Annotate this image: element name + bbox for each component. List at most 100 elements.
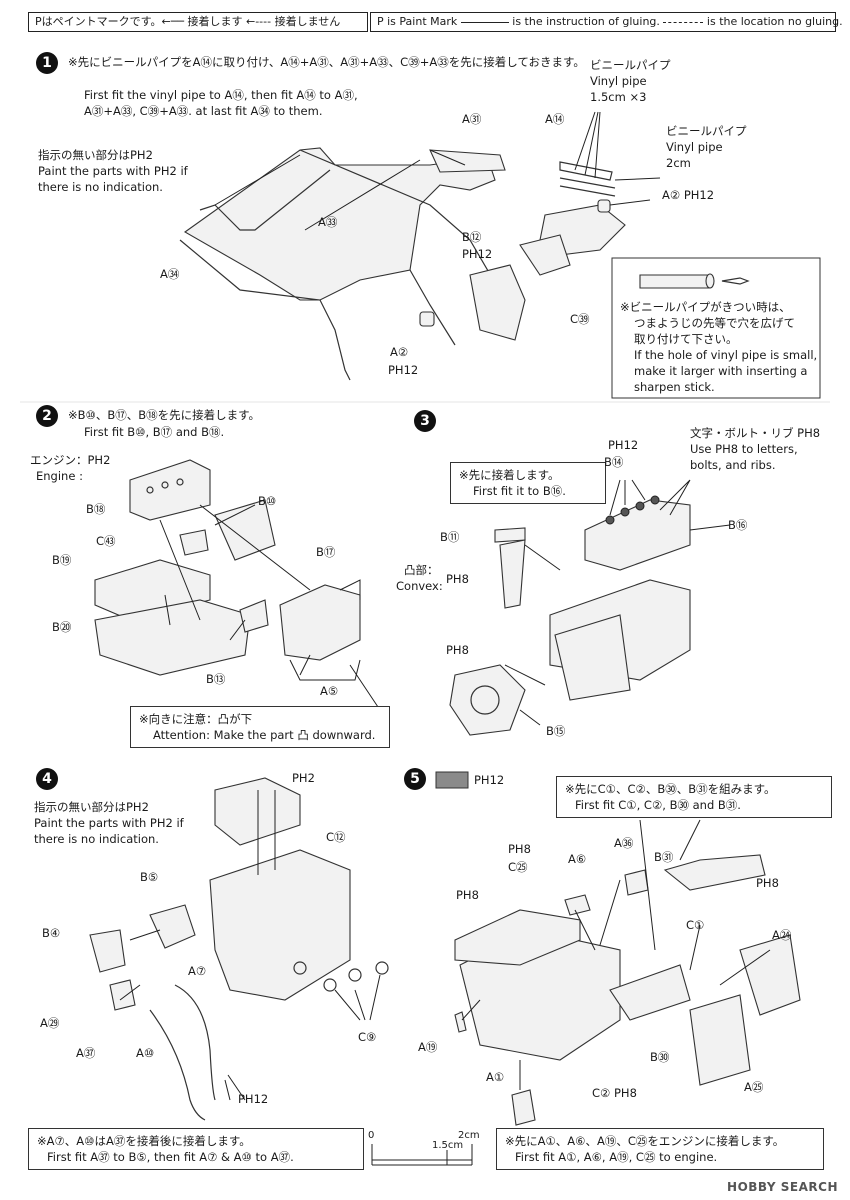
- step-2-note-en: Attention: Make the part 凸 downward.: [153, 728, 376, 742]
- part-label: A㉙: [40, 1016, 60, 1030]
- step-5-note-1-en: First fit C①, C②, B㉚ and B㉛.: [575, 798, 741, 812]
- glue-arrow-icon: [460, 21, 509, 23]
- step-5-number: 5: [404, 768, 426, 790]
- part-label: B⑪: [440, 530, 460, 544]
- part-label: B⑲: [52, 553, 72, 567]
- tip-jp-2: つまようじの先等で穴を広げて: [634, 316, 795, 330]
- step-4-number: 4: [36, 768, 58, 790]
- paint-label: PH12: [608, 438, 639, 452]
- part-label: A⑩: [136, 1046, 155, 1060]
- step-5-note-2-en: First fit A①, A⑥, A⑲, C㉕ to engine.: [515, 1150, 718, 1164]
- part-label: B㉛: [654, 850, 674, 864]
- step-5-note-2: ※先にA①、A⑥、A⑲、C㉕をエンジンに接着します。 First fit A①,…: [496, 1128, 824, 1170]
- part-label: B⑬: [206, 672, 226, 686]
- part-label: A①: [486, 1070, 505, 1084]
- step-3-note: ※先に接着します。 First fit it to B⑯.: [450, 462, 606, 504]
- step-1-side-en-1: Paint the parts with PH2 if: [38, 164, 188, 178]
- part-label: B⑮: [546, 724, 566, 738]
- paint-swatch: [435, 771, 469, 789]
- part-label: A②: [390, 345, 409, 359]
- engine-block-drawing: [449, 479, 731, 736]
- tip-jp-1: ※ビニールパイプがきつい時は、: [620, 300, 791, 314]
- engine-assembly-4-drawing: [89, 777, 389, 1121]
- tip-en-3: sharpen stick.: [634, 380, 715, 394]
- part-label: A㉕: [744, 1080, 764, 1094]
- step-3-note-jp: ※先に接着します。: [459, 468, 560, 482]
- paint-label: PH2: [292, 771, 315, 785]
- part-label: A㉔: [772, 928, 792, 942]
- step-2-note: ※向きに注意：凸が下 Attention: Make the part 凸 do…: [130, 706, 390, 748]
- part-label: A㉞: [160, 267, 180, 281]
- paint-label: PH8: [756, 876, 779, 890]
- paint-label: PH12: [388, 363, 419, 377]
- part-label: B⑳: [52, 620, 72, 634]
- part-label: A⑦: [188, 964, 207, 978]
- part-label: B⑯: [728, 518, 748, 532]
- step-5-note-1: ※先にC①、C②、B㉚、B㉛を組みます。 First fit C①, C②, B…: [556, 776, 832, 818]
- step-5-note-1-jp: ※先にC①、C②、B㉚、B㉛を組みます。: [565, 782, 776, 796]
- step-2-en: First fit B⑩, B⑰ and B⑱.: [84, 425, 225, 439]
- engine-case-drawing: [94, 459, 381, 711]
- step-1-side-en-2: there is no indication.: [38, 180, 163, 194]
- step-2-note-jp: ※向きに注意：凸が下: [139, 712, 253, 726]
- step-3-number: 3: [414, 410, 436, 432]
- part-label: C㊸: [96, 534, 116, 548]
- step-1-side-jp: 指示の無い部分はPH2: [38, 148, 153, 162]
- part-label: C② PH8: [592, 1086, 637, 1100]
- part-label: A㊲: [76, 1046, 96, 1060]
- step-4-side-jp: 指示の無い部分はPH2: [34, 800, 149, 814]
- noglue-arrow-icon: [663, 21, 704, 23]
- step-1-en-2: A㉛+A㉝, C㊴+A㉝. at last fit A㉞ to them.: [84, 104, 323, 118]
- vinyl-pipe-icon: [639, 273, 750, 289]
- part-label: C①: [686, 918, 705, 932]
- paint-label: PH12: [462, 247, 493, 261]
- letters-en-2: bolts, and ribs.: [690, 458, 776, 472]
- convex-en: Convex:: [396, 579, 443, 593]
- paint-swatch-label: PH12: [474, 773, 505, 787]
- pipe1-size: 1.5cm ×3: [590, 90, 647, 104]
- scale-end: 2cm: [458, 1130, 480, 1141]
- tip-en-1: If the hole of vinyl pipe is small,: [634, 348, 818, 362]
- step-1-en-1: First fit the vinyl pipe to A⑭, then fit…: [84, 88, 358, 102]
- part-label: B⑱: [86, 502, 106, 516]
- paint-label: PH8: [446, 643, 469, 657]
- part-label: A㉛: [462, 112, 482, 126]
- part-label: A㉝: [318, 215, 338, 229]
- part-label: A⑥: [568, 852, 587, 866]
- step-1-number: 1: [36, 52, 58, 74]
- frame-drawing: [179, 111, 661, 381]
- part-label: B④: [42, 926, 61, 940]
- part-label: B⑩: [258, 494, 277, 508]
- engine-jp: エンジン：PH2: [30, 453, 111, 467]
- watermark-logo: HOBBY SEARCH: [727, 1180, 838, 1194]
- legend-paint: P is Paint Mark: [377, 15, 458, 28]
- step-4-side-en-1: Paint the parts with PH2 if: [34, 816, 184, 830]
- part-label: A㊱: [614, 836, 634, 850]
- step-2-number: 2: [36, 405, 58, 427]
- part-label: A⑲: [418, 1040, 438, 1054]
- part-label: C㊴: [570, 312, 590, 326]
- pipe2-jp: ビニールパイプ: [666, 124, 747, 138]
- step-4-note-en: First fit A㊲ to B⑤, then fit A⑦ & A⑩ to …: [47, 1150, 294, 1164]
- pipe1-en: Vinyl pipe: [590, 74, 647, 88]
- legend-jp: Pはペイントマークです。←── 接着します ←‐‐‐‐ 接着しません: [28, 12, 368, 32]
- part-label: A② PH12: [662, 188, 715, 202]
- step-1-jp: ※先にビニールパイプをA⑭に取り付け、A⑭+A㉛、A㉛+A㉝、C㊴+A㉝を先に接…: [68, 55, 585, 69]
- letters-en-1: Use PH8 to letters,: [690, 442, 798, 456]
- part-label: B⑭: [604, 455, 624, 469]
- step-2-jp: ※B⑩、B⑰、B⑱を先に接着します。: [68, 408, 260, 422]
- step-5-note-2-jp: ※先にA①、A⑥、A⑲、C㉕をエンジンに接着します。: [505, 1134, 785, 1148]
- pipe2-size: 2cm: [666, 156, 691, 170]
- paint-label: PH8: [456, 888, 479, 902]
- step-4-note-jp: ※A⑦、A⑩はA㊲を接着後に接着します。: [37, 1134, 251, 1148]
- part-label: C㉕: [508, 860, 528, 874]
- part-label: A⑭: [545, 112, 565, 126]
- letters-jp: 文字・ボルト・リブ PH8: [690, 426, 821, 440]
- legend-en: P is Paint Mark is the instruction of gl…: [370, 12, 843, 32]
- pipe1-jp: ビニールパイプ: [590, 58, 671, 72]
- part-label: B⑫: [462, 230, 482, 244]
- paint-label: PH12: [238, 1092, 269, 1106]
- legend-glue: is the instruction of gluing.: [512, 15, 660, 28]
- tip-jp-3: 取り付けて下さい。: [634, 332, 738, 346]
